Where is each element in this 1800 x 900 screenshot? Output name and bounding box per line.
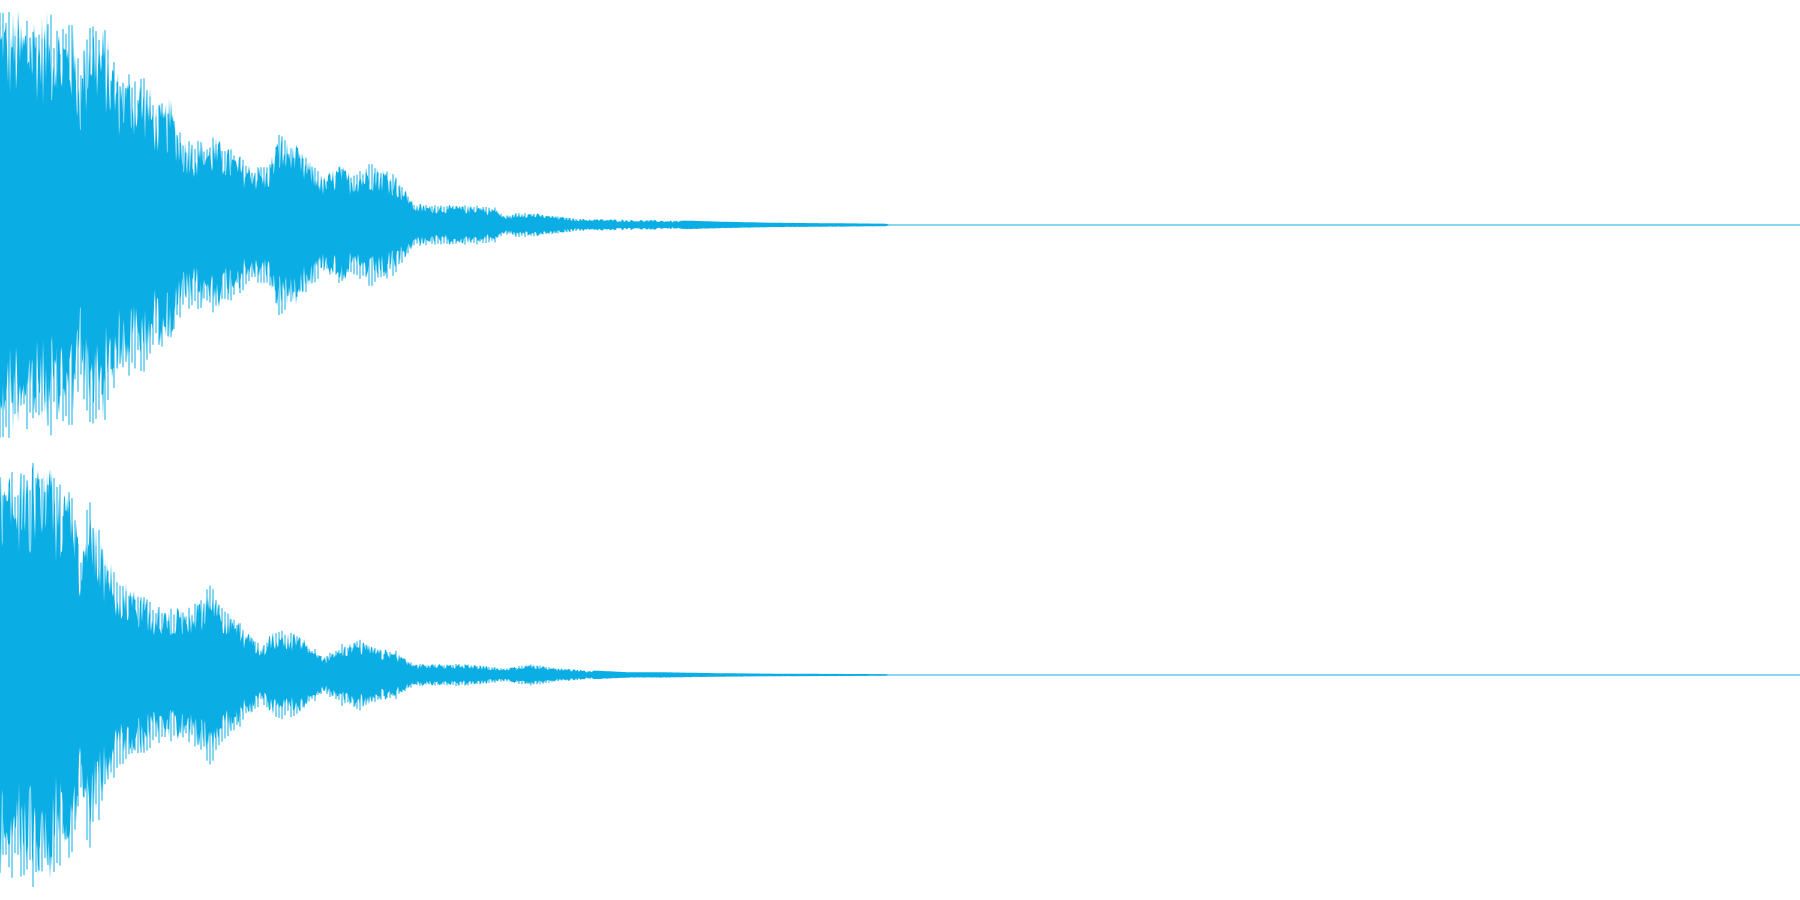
left-channel-waveform[interactable] xyxy=(0,0,1800,450)
left-channel-svg xyxy=(0,10,1800,438)
right-channel-waveform[interactable] xyxy=(0,450,1800,900)
right-channel-svg xyxy=(0,461,1800,887)
